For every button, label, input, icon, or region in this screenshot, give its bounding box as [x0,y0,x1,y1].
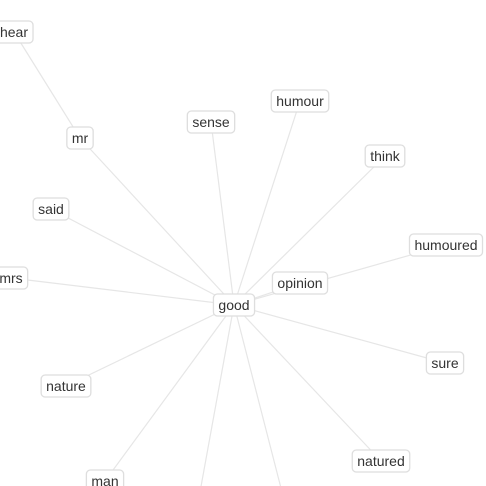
edge-good-mr [79,137,235,306]
node-sense-label: sense [192,114,230,130]
node-sure-label: sure [431,355,458,371]
node-sense[interactable]: sense [186,110,236,134]
edge-good-sense [210,121,235,306]
node-good[interactable]: good [212,293,256,317]
node-mrs[interactable]: mrs [0,266,29,290]
graph-edges [10,31,447,486]
edge-good-sure [233,304,446,364]
edge-good-natured [233,304,382,462]
edge-offscreen-2 [233,304,282,486]
node-man-label: man [91,473,118,486]
node-mr[interactable]: mr [66,126,94,150]
node-good-box [212,293,256,317]
node-nature[interactable]: nature [40,374,92,398]
node-sure[interactable]: sure [425,351,465,375]
edge-good-said [50,208,235,306]
node-humour-box [270,89,330,113]
node-opinion-label: opinion [277,275,322,291]
edge-good-humour [233,100,301,306]
node-hear[interactable]: hear [0,20,34,44]
node-think-box [364,144,406,168]
edge-good-nature [65,304,235,387]
edge-mr-hear [13,31,81,139]
node-hear-label: hear [0,24,28,40]
node-nature-box [40,374,92,398]
node-humoured-box [408,233,484,257]
node-sure-box [425,351,465,375]
node-man[interactable]: man [85,469,125,486]
edge-good-mrs [10,277,235,306]
node-natured-label: natured [357,453,404,469]
node-mrs-box [0,266,29,290]
node-mr-box [66,126,94,150]
node-said[interactable]: said [32,197,70,221]
node-nature-label: nature [46,378,86,394]
edge-good-man [104,304,235,482]
node-think-label: think [370,148,401,164]
node-natured-box [351,449,411,473]
node-opinion[interactable]: opinion [271,271,329,295]
node-good-label: good [218,297,249,313]
node-hear-box [0,20,34,44]
node-humour[interactable]: humour [270,89,330,113]
node-opinion-box [271,271,329,295]
node-natured[interactable]: natured [351,449,411,473]
node-said-box [32,197,70,221]
node-humoured[interactable]: humoured [408,233,484,257]
node-said-label: said [38,201,64,217]
node-humour-label: humour [276,93,324,109]
node-sense-box [186,110,236,134]
edge-good-think [233,155,386,306]
node-mr-label: mr [72,130,89,146]
node-humoured-label: humoured [414,237,477,253]
node-man-box [85,469,125,486]
node-mrs-label: mrs [0,270,23,286]
graph-nodes: good hear humour sense mr think said humoured mr… [0,20,484,486]
edge-offscreen-1 [200,304,235,486]
node-think[interactable]: think [364,144,406,168]
